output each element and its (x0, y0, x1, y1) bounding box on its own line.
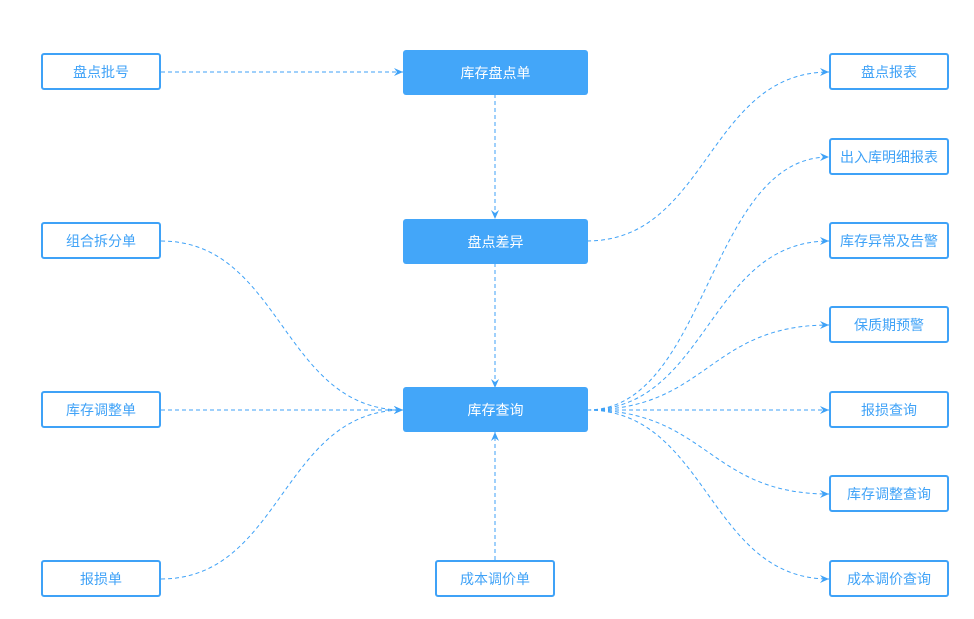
edge-pdcy-to-kccx-arrowhead (491, 379, 499, 388)
edge-bsd-to-kccx (160, 409, 404, 580)
edge-pdph-to-kcpdd-arrowhead (394, 68, 403, 76)
edge-bsd-to-kccx-arrowhead (394, 406, 403, 414)
node-stock-io-detail-report[interactable]: 出入库明细报表 (829, 138, 949, 175)
edge-kccx-to-kctzcx-arrowhead (820, 490, 829, 498)
node-cost-price-adjust-query[interactable]: 成本调价查询 (829, 560, 949, 597)
edge-kccx-to-cbtjcx (586, 409, 830, 580)
edge-kccx-to-kcyc-arrowhead (820, 237, 829, 245)
node-inventory-batch[interactable]: 盘点批号 (41, 53, 161, 90)
edge-kccx-to-bscx-arrowhead (820, 406, 829, 414)
node-stock-anomaly-alert[interactable]: 库存异常及告警 (829, 222, 949, 259)
node-inventory-count-sheet[interactable]: 库存盘点单 (403, 50, 588, 95)
node-loss-query[interactable]: 报损查询 (829, 391, 949, 428)
node-stock-adjustment-order[interactable]: 库存调整单 (41, 391, 161, 428)
edge-zhcfd-to-kccx (160, 240, 404, 411)
edge-kccx-to-kcyc (586, 240, 830, 411)
node-stock-adjustment-query[interactable]: 库存调整查询 (829, 475, 949, 512)
edge-pdcy-to-pdby-arrowhead (820, 68, 829, 76)
edge-kccx-to-bzqyj-arrowhead (820, 321, 829, 329)
edge-kccx-to-bzqyj (586, 324, 830, 411)
node-shelf-life-warning[interactable]: 保质期预警 (829, 306, 949, 343)
edge-kccx-to-crkmx (586, 156, 830, 411)
edge-pdcy-to-pdby (586, 71, 830, 242)
node-count-variance[interactable]: 盘点差异 (403, 219, 588, 264)
node-assembly-split-order[interactable]: 组合拆分单 (41, 222, 161, 259)
edge-kccx-to-crkmx-arrowhead (820, 153, 829, 161)
node-stock-query[interactable]: 库存查询 (403, 387, 588, 432)
node-cost-price-adjust-order[interactable]: 成本调价单 (435, 560, 555, 597)
edge-kcpdd-to-pdcy-arrowhead (491, 210, 499, 219)
edge-kccx-to-cbtjcx-arrowhead (820, 575, 829, 583)
node-count-report[interactable]: 盘点报表 (829, 53, 949, 90)
edge-cbtjd-to-kccx-arrowhead (491, 432, 499, 441)
edge-kccx-to-kctzcx (586, 409, 830, 495)
node-loss-report-order[interactable]: 报损单 (41, 560, 161, 597)
